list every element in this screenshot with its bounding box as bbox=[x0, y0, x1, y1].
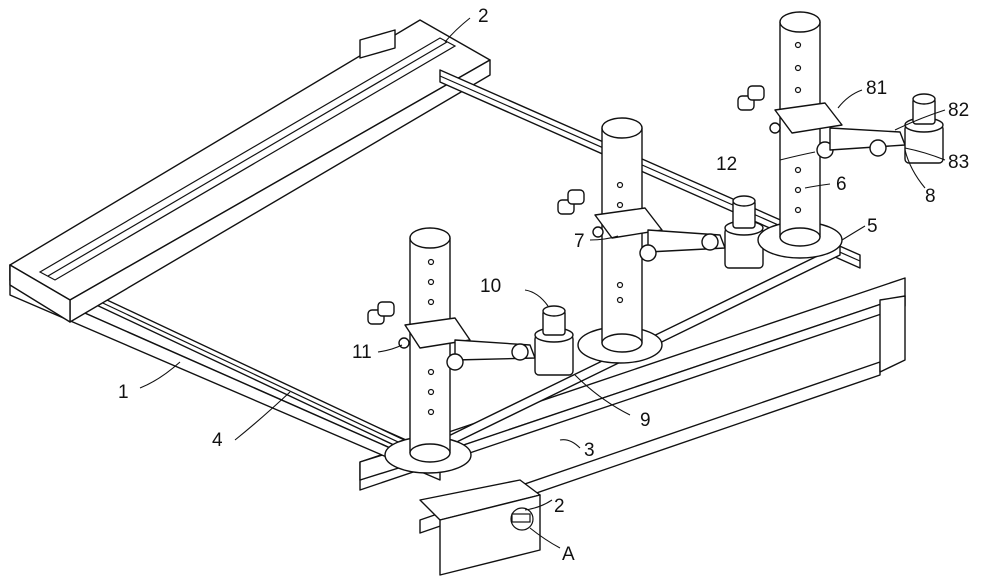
callout-10: 10 bbox=[480, 276, 501, 297]
callout-11: 11 bbox=[352, 342, 372, 363]
callout-2-top: 2 bbox=[478, 6, 489, 27]
column-left bbox=[367, 227, 574, 474]
callout-1: 1 bbox=[118, 382, 129, 403]
callout-6: 6 bbox=[836, 174, 847, 195]
leader-lines bbox=[139, 17, 946, 549]
callout-83: 83 bbox=[948, 152, 969, 173]
column-middle bbox=[557, 117, 764, 364]
callout-82: 82 bbox=[948, 100, 969, 121]
callout-2-bottom: 2 bbox=[554, 496, 565, 517]
callout-4: 4 bbox=[212, 430, 223, 451]
callout-81: 81 bbox=[866, 78, 887, 99]
column-right bbox=[737, 11, 944, 259]
top-rail bbox=[9, 19, 491, 323]
callout-12: 12 bbox=[716, 154, 737, 175]
callout-3: 3 bbox=[584, 440, 595, 461]
callout-7: 7 bbox=[574, 231, 585, 252]
bottom-block bbox=[419, 295, 906, 576]
callout-A: A bbox=[562, 544, 575, 565]
callout-9: 9 bbox=[640, 410, 651, 431]
callout-8: 8 bbox=[925, 186, 936, 207]
callout-labels: 1 2 2 3 4 5 6 7 8 9 10 11 12 81 82 83 A bbox=[118, 6, 969, 565]
callout-5: 5 bbox=[867, 216, 878, 237]
bottom-rail-right bbox=[359, 277, 906, 534]
